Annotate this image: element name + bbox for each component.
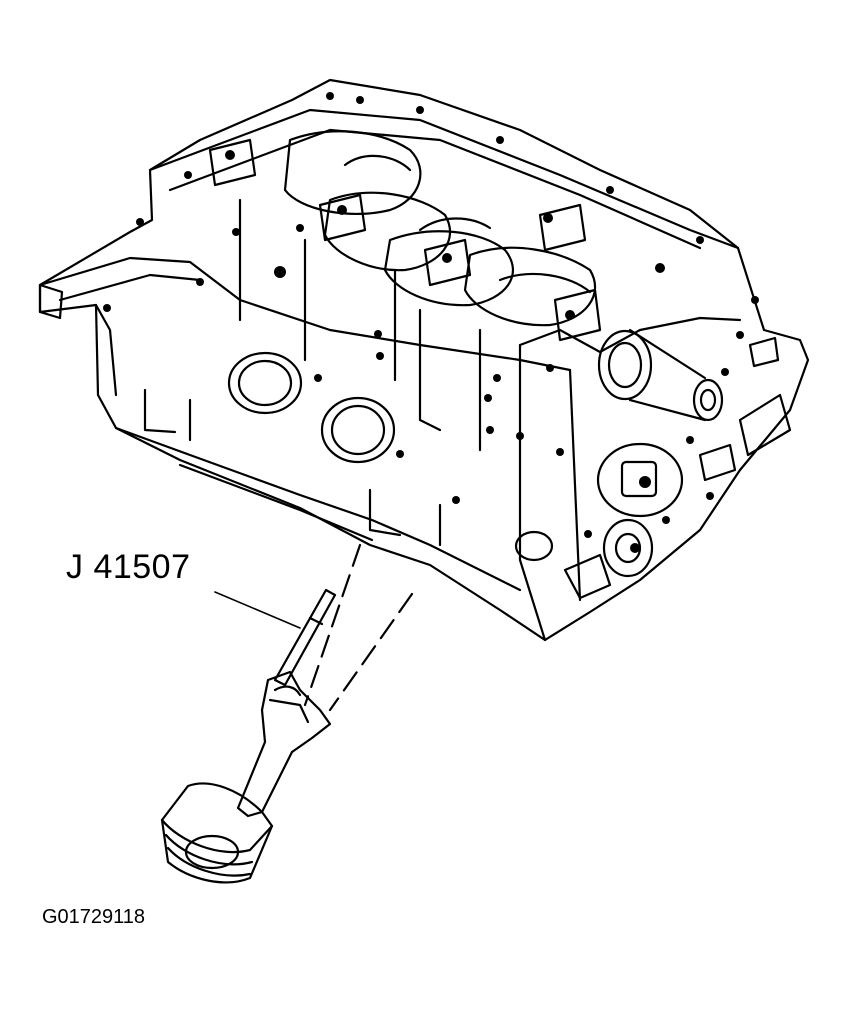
- engine-block: [40, 80, 808, 640]
- callout-leader-line: [215, 592, 300, 628]
- tool-callout-label: J 41507: [66, 548, 191, 586]
- figure-id: G01729118: [42, 906, 146, 928]
- tool-guide-rod: [275, 590, 335, 685]
- piston: [162, 784, 272, 883]
- connecting-rod: [238, 672, 330, 816]
- bolt-heads: [103, 92, 759, 553]
- installation-path-line: [305, 545, 412, 710]
